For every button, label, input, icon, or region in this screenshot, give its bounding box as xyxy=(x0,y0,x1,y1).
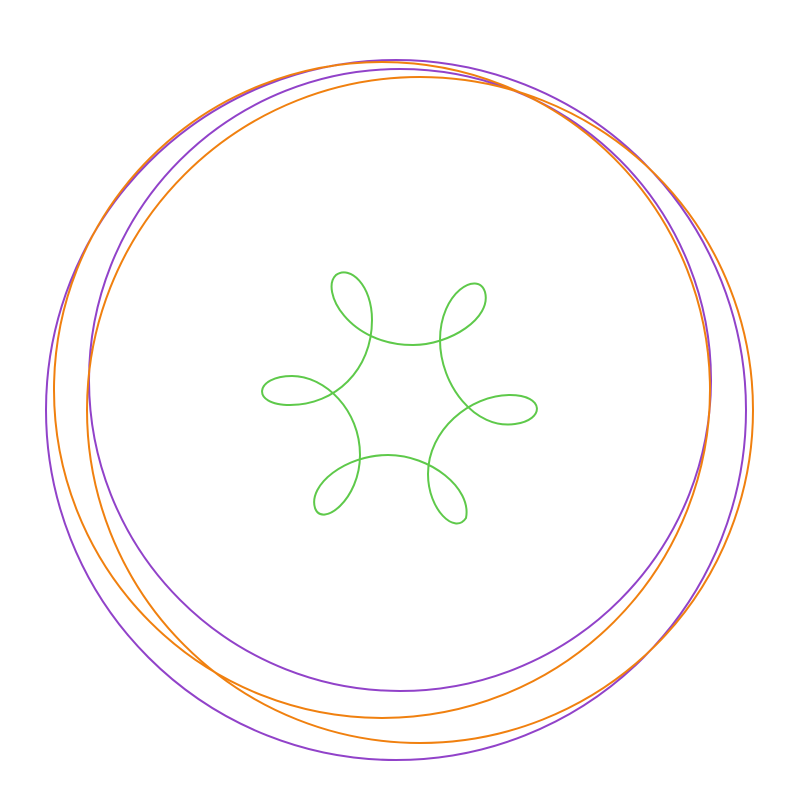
purple-circle-lower xyxy=(45,59,747,761)
orange-circle-left xyxy=(53,61,711,719)
curves-layer xyxy=(45,59,754,761)
orange-circle-right xyxy=(86,76,754,744)
green-looped-rosette xyxy=(261,271,538,525)
